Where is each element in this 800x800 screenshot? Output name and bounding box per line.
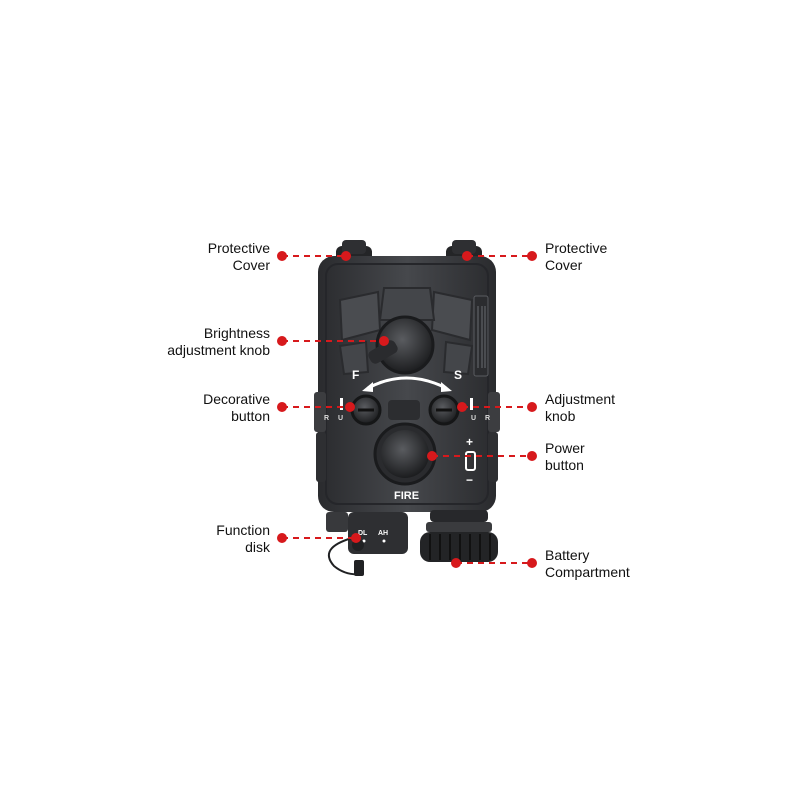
- label-adjustment-knob: Adjustment knob: [545, 391, 615, 425]
- minus-mark: −: [466, 473, 473, 487]
- label-protective-cover-left: Protective Cover: [208, 240, 270, 274]
- label-line: Protective: [207, 240, 270, 256]
- brightness-knob-part: [368, 315, 435, 375]
- label-line: Battery: [545, 547, 590, 563]
- mode-right-mark: S: [454, 368, 462, 382]
- label-power-button: Power button: [545, 440, 585, 474]
- function-disk-part: [328, 537, 364, 576]
- r-mark-left: R: [324, 415, 329, 422]
- label-function-disk: Function disk: [216, 522, 270, 556]
- label-line: button: [231, 408, 270, 424]
- u-mark-right: U: [471, 415, 476, 422]
- mode-left-mark: F: [352, 368, 359, 382]
- callout-dots: [277, 251, 537, 568]
- label-line: Decorative: [203, 391, 270, 407]
- label-line: Protective: [545, 240, 608, 256]
- ah-mark: AH: [378, 530, 388, 537]
- label-protective-cover-right: Protective Cover: [545, 240, 607, 274]
- power-button-part: [373, 422, 437, 486]
- label-line: Adjustment: [545, 391, 616, 407]
- callout-leaders: [282, 255, 532, 564]
- label-line: knob: [545, 408, 576, 424]
- label-line: disk: [245, 539, 270, 555]
- label-decorative-button: Decorative button: [203, 391, 270, 425]
- label-line: Function: [216, 522, 270, 538]
- decorative-button-part: [350, 394, 382, 426]
- label-line: Brightness: [203, 325, 270, 341]
- label-line: Compartment: [545, 564, 630, 580]
- fire-mark: FIRE: [394, 490, 419, 502]
- adjustment-knob-part: [428, 394, 460, 426]
- battery-compartment-part: [420, 510, 498, 562]
- label-battery-compartment: Battery Compartment: [545, 547, 630, 581]
- r-mark-right: R: [485, 415, 490, 422]
- plus-mark: +: [466, 435, 473, 449]
- u-mark-left: U: [338, 415, 343, 422]
- label-line: adjustment knob: [167, 342, 270, 358]
- label-line: Cover: [232, 257, 270, 273]
- label-line: button: [545, 457, 584, 473]
- dl-mark: DL: [358, 530, 368, 537]
- label-brightness-knob: Brightness adjustment knob: [167, 325, 270, 359]
- label-line: Power: [545, 440, 585, 456]
- label-line: Cover: [545, 257, 583, 273]
